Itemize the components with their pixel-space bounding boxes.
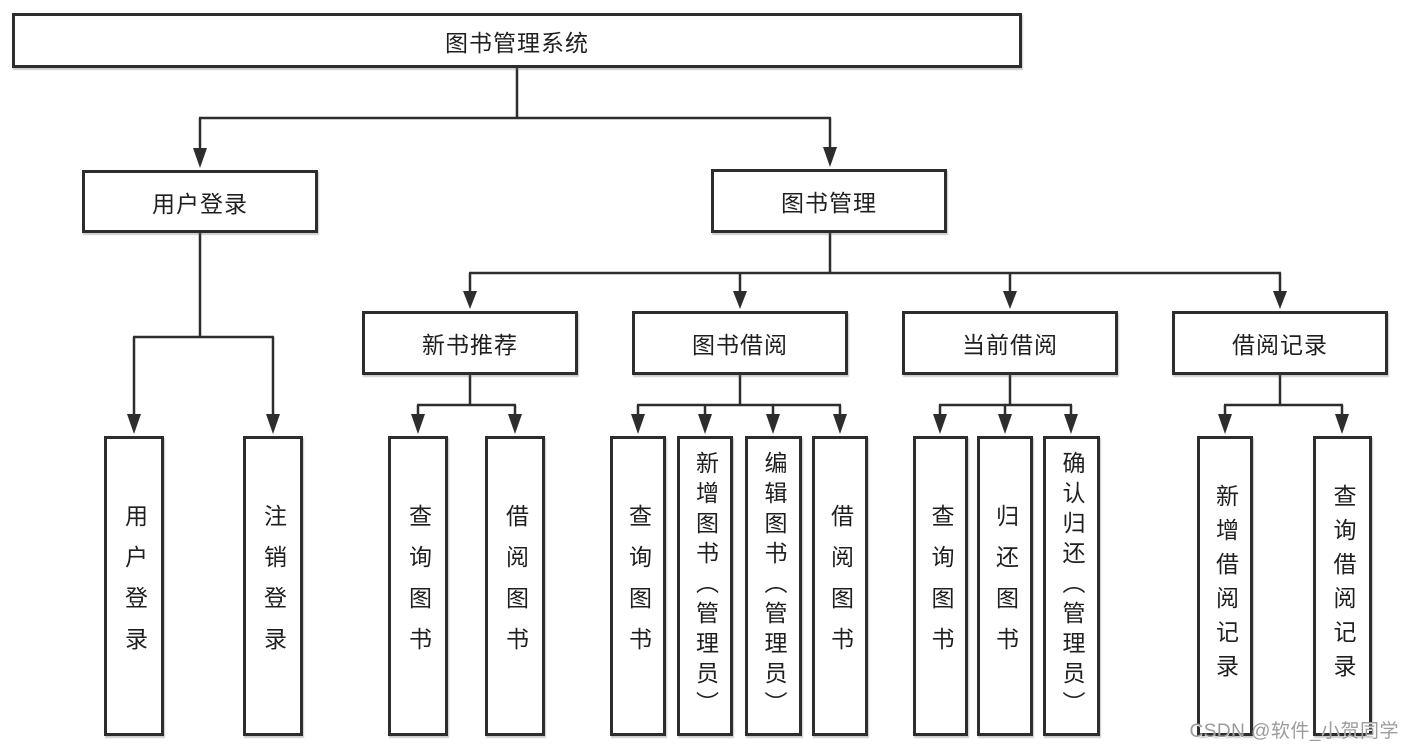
node-book-management-label: 图书管理: [781, 190, 877, 216]
node-book-borrowing-label: 图书借阅: [692, 332, 788, 358]
csdn-watermark: CSDN @软件_小贺同学: [1189, 721, 1399, 742]
leaf-current-query-books: 查询图书: [913, 436, 968, 736]
node-user-login: 用户登录: [82, 170, 318, 233]
leaf-newbooks-borrow-books: 借阅图书: [485, 436, 545, 736]
leaf-current-query-books-label: 查询图书: [928, 504, 954, 668]
leaf-current-confirm-return-admin-label: 确认归还（管理员）: [1059, 451, 1085, 721]
leaf-borrowing-edit-books-admin: 编辑图书（管理员）: [745, 436, 802, 736]
node-root-label: 图书管理系统: [445, 29, 589, 56]
node-current-borrowing: 当前借阅: [902, 311, 1118, 375]
leaf-current-return-books: 归还图书: [977, 436, 1033, 736]
leaf-borrowing-add-books-admin-label: 新增图书（管理员）: [692, 451, 719, 721]
node-root-system: 图书管理系统: [12, 13, 1022, 68]
leaf-logout: 注销登录: [243, 436, 303, 736]
leaf-records-query-borrow-record: 查询借阅记录: [1313, 436, 1372, 736]
leaf-user-login-label: 用户登录: [121, 504, 148, 668]
node-current-borrowing-label: 当前借阅: [962, 332, 1058, 358]
leaf-borrowing-query-books: 查询图书: [610, 436, 666, 736]
node-user-login-label: 用户登录: [152, 190, 248, 217]
leaf-current-return-books-label: 归还图书: [992, 504, 1019, 668]
leaf-borrowing-edit-books-admin-label: 编辑图书（管理员）: [761, 451, 787, 721]
leaf-current-confirm-return-admin: 确认归还（管理员）: [1043, 436, 1100, 736]
node-new-book-recommend: 新书推荐: [362, 311, 578, 375]
leaf-newbooks-borrow-books-label: 借阅图书: [502, 504, 529, 668]
leaf-borrowing-query-books-label: 查询图书: [625, 504, 652, 668]
leaf-newbooks-query-books: 查询图书: [388, 436, 448, 736]
leaf-records-add-borrow-record-label: 新增借阅记录: [1212, 484, 1239, 688]
leaf-borrowing-add-books-admin: 新增图书（管理员）: [677, 436, 733, 736]
node-borrowing-records: 借阅记录: [1172, 311, 1388, 375]
leaf-newbooks-query-books-label: 查询图书: [405, 504, 432, 668]
node-borrowing-records-label: 借阅记录: [1232, 332, 1328, 358]
leaf-records-add-borrow-record: 新增借阅记录: [1197, 436, 1253, 736]
leaf-borrowing-borrow-books-label: 借阅图书: [827, 504, 854, 668]
leaf-user-login: 用户登录: [104, 436, 164, 736]
leaf-logout-label: 注销登录: [260, 504, 287, 668]
node-new-book-recommend-label: 新书推荐: [422, 332, 518, 358]
leaf-records-query-borrow-record-label: 查询借阅记录: [1330, 484, 1356, 688]
node-book-management: 图书管理: [711, 169, 947, 233]
node-book-borrowing: 图书借阅: [632, 311, 848, 375]
leaf-borrowing-borrow-books: 借阅图书: [812, 436, 868, 736]
